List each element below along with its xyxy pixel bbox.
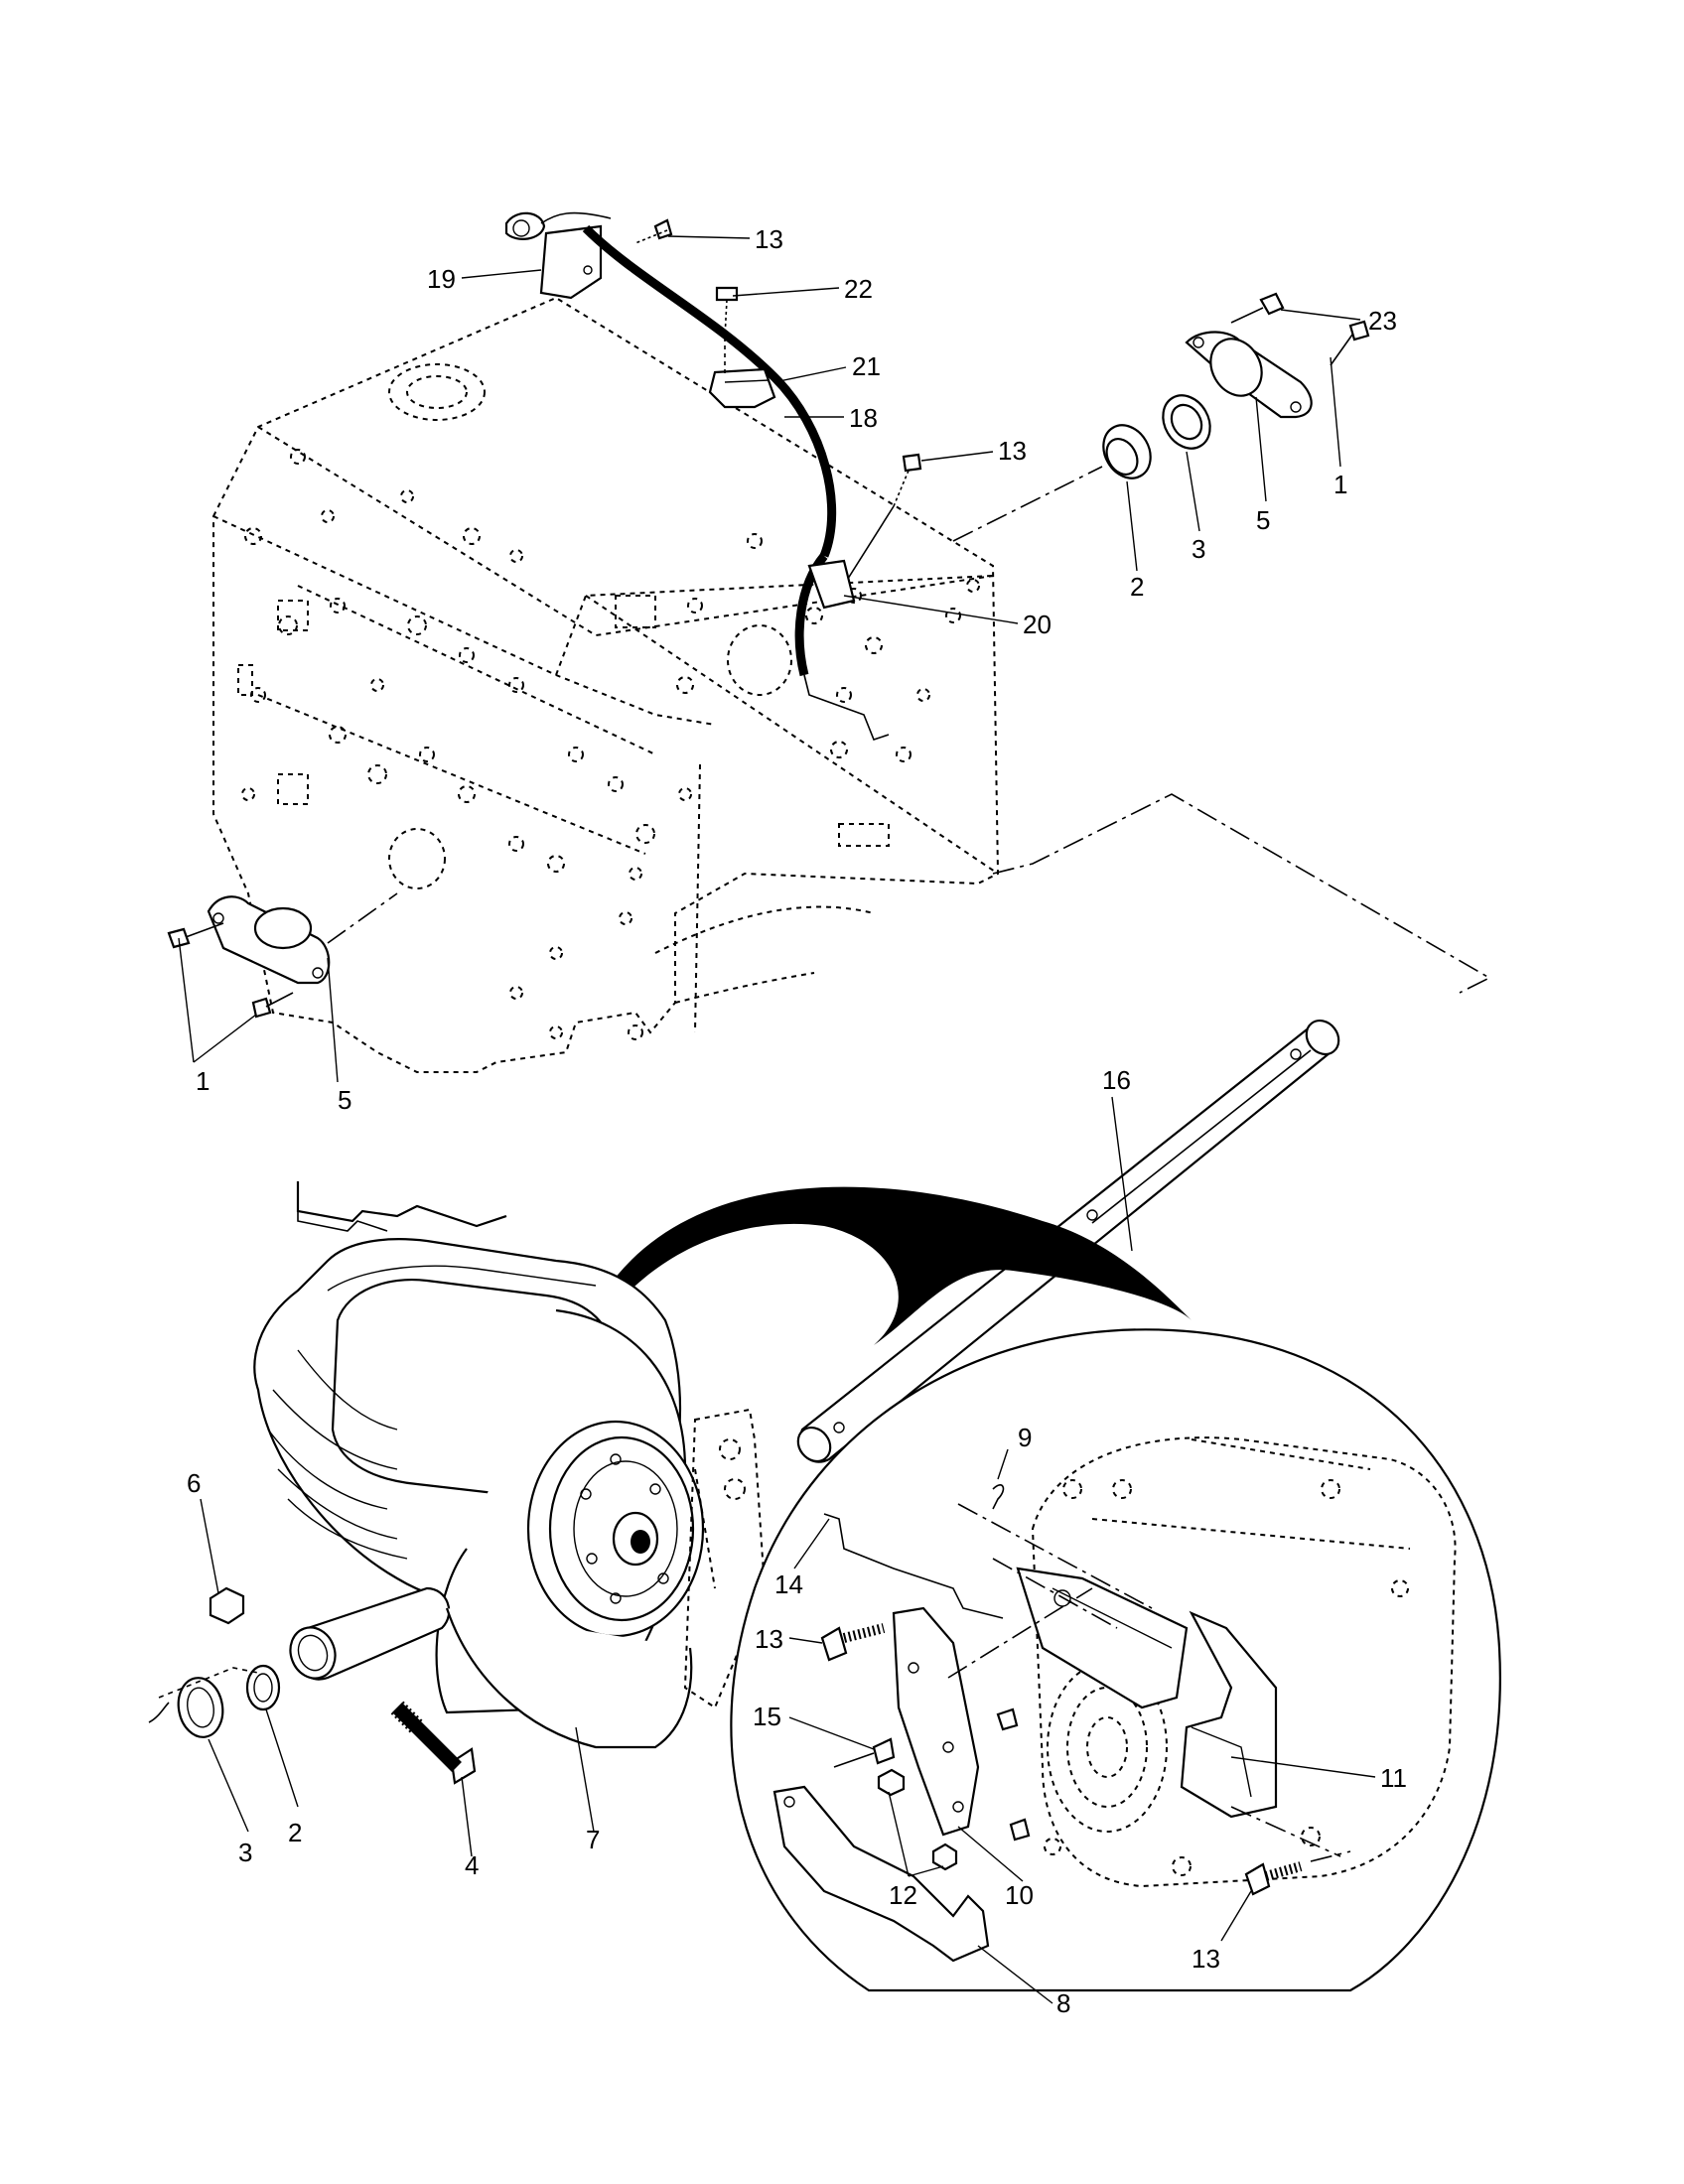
left-bearing — [167, 892, 398, 1019]
callout-13-mid: 13 — [998, 436, 1027, 466]
nut-6 — [209, 1586, 245, 1625]
callout-1-right: 1 — [1333, 470, 1347, 499]
callout-13-detail-right: 13 — [1192, 1944, 1220, 1974]
auger-housing-outline — [212, 296, 1000, 1073]
callout-13-detail-left: 13 — [755, 1624, 783, 1654]
callout-21: 21 — [852, 351, 881, 381]
callout-3-right: 3 — [1192, 534, 1205, 564]
callout-5-left: 5 — [338, 1085, 351, 1115]
callout-16: 16 — [1102, 1065, 1131, 1095]
callout-8: 8 — [1056, 1988, 1070, 2018]
left-fasteners — [148, 1586, 477, 1785]
callout-12: 12 — [889, 1880, 917, 1910]
detail-leader-wedge — [606, 1186, 1192, 1345]
callout-5-right: 5 — [1256, 505, 1270, 535]
detail-circle — [730, 1328, 1501, 1992]
screw-22 — [715, 286, 739, 377]
callout-15: 15 — [753, 1702, 781, 1731]
callout-6: 6 — [187, 1468, 201, 1498]
axis-line-right — [952, 466, 1103, 542]
callout-labels: 13 19 22 23 21 18 13 1 5 3 2 20 1 5 16 6… — [187, 224, 1407, 2018]
right-bearing-stack — [1102, 292, 1370, 479]
callout-22: 22 — [844, 274, 873, 304]
callout-7: 7 — [586, 1825, 600, 1854]
callout-3-left: 3 — [238, 1838, 252, 1867]
leader-lines — [178, 235, 1376, 2004]
callout-18: 18 — [849, 403, 878, 433]
screw-13-top — [634, 218, 673, 244]
callout-14: 14 — [774, 1570, 803, 1599]
callout-20: 20 — [1023, 610, 1052, 639]
callout-9: 9 — [1018, 1423, 1032, 1452]
cable-assembly — [504, 211, 922, 741]
callout-4: 4 — [465, 1850, 479, 1880]
callout-23: 23 — [1368, 306, 1397, 336]
callout-10: 10 — [1005, 1880, 1034, 1910]
bracket-19 — [539, 224, 603, 300]
gearbox-assembly — [253, 1181, 767, 1749]
callout-1-left: 1 — [196, 1066, 210, 1096]
callout-13-top: 13 — [755, 224, 783, 254]
axis-line-shaft — [992, 793, 1491, 994]
callout-11: 11 — [1380, 1763, 1407, 1793]
callout-2-left: 2 — [288, 1818, 302, 1847]
callout-2-right: 2 — [1130, 572, 1144, 602]
bolt-4 — [390, 1701, 477, 1785]
callout-19: 19 — [427, 264, 456, 294]
housing-holes — [237, 449, 980, 1040]
